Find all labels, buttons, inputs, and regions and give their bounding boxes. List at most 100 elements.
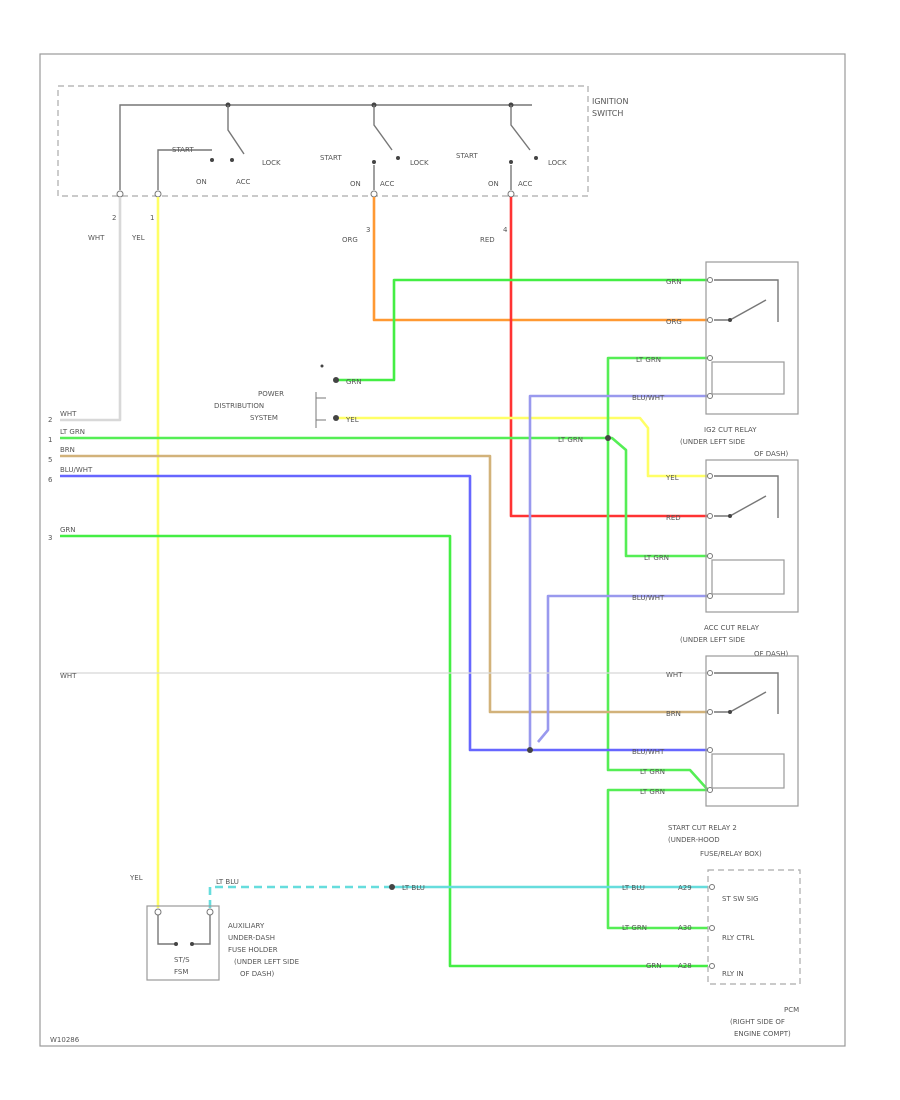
wire-org (372, 197, 708, 322)
relay-2-pin (707, 593, 713, 599)
wire-blu-wht (60, 474, 708, 752)
wire-label: LT BLU (622, 884, 645, 892)
relay-2-pivot (728, 514, 732, 518)
wire-blu-wht-r1 (528, 394, 708, 750)
ignition-pin (154, 190, 162, 198)
switch-1-lock-label: LOCK (262, 159, 281, 167)
switch-2-lock-label: LOCK (410, 159, 429, 167)
pcm-pin-label: RLY CTRL (722, 934, 754, 942)
switch-1-start-label: START (172, 146, 194, 154)
wire-label: BLU/WHT (632, 394, 665, 402)
relay-3-coil (711, 753, 785, 789)
ignition-switch: IGNITION SWITCH START LOCK ON ACC START … (57, 85, 628, 234)
wire-label: GRN (666, 278, 682, 286)
fuse-element-leads (157, 915, 211, 945)
relay-3-title: START CUT RELAY 2 (668, 824, 737, 832)
relay-3-location: (UNDER-HOOD (668, 836, 720, 844)
connector-pin-number: 2 (48, 416, 52, 424)
wire-label: GRN (60, 526, 76, 534)
junction-dot (527, 747, 533, 753)
switch-2-start-label: START (320, 154, 342, 162)
wire-label: RED (666, 514, 681, 522)
fuse-holder-label: FUSE HOLDER (228, 946, 278, 954)
wire-yel-pds (336, 416, 708, 478)
relay-1-coil (711, 361, 785, 395)
pcm-title: PCM (784, 1006, 799, 1014)
wire-grn-bottom (60, 534, 708, 968)
left-connector: 2 1 5 6 3 (48, 416, 53, 542)
switch-1-contact (230, 158, 234, 162)
switch-1-contact (210, 158, 214, 162)
pcm-outline (707, 869, 801, 985)
switch-3-start-label: START (456, 152, 478, 160)
wire-label: LT BLU (402, 884, 425, 892)
connector-pin-number: 3 (48, 534, 52, 542)
wire-label: WHT (60, 410, 77, 418)
ignition-pin (370, 190, 378, 198)
pcm-pin-label: RLY IN (722, 970, 744, 978)
fuse-name: ST/S (174, 956, 190, 964)
switch-1-blade (227, 105, 245, 155)
junction-dot (333, 415, 339, 421)
wire-label: WHT (60, 672, 77, 680)
wire-labels: WHT YEL ORG RED GRN ORG LT GRN BLU/WHT G… (60, 234, 692, 970)
wire-label: RED (480, 236, 495, 244)
wire-lt-blu (208, 885, 392, 908)
junction-dot (605, 435, 611, 441)
wire-label: BLU/WHT (632, 748, 665, 756)
wire-label: LT GRN (640, 788, 665, 796)
wire-label: WHT (88, 234, 105, 242)
relay-1-pin (707, 393, 713, 399)
fuse-contact (174, 942, 178, 946)
wire-label: LT GRN (636, 356, 661, 364)
connector-pin-number: 1 (48, 436, 52, 444)
wire-label: ORG (666, 318, 682, 326)
ignition-pin (116, 190, 124, 198)
wires (60, 197, 709, 968)
pds-bracket (316, 397, 326, 421)
relay-3-location: FUSE/RELAY BOX) (700, 850, 762, 858)
switch-1-on-label: ON (196, 178, 207, 186)
switch-3-acc-label: ACC (518, 180, 533, 188)
wire-label: BRN (666, 710, 681, 718)
diagram-frame (39, 53, 846, 1047)
wire-label: LT GRN (644, 554, 669, 562)
switch-2-contact (372, 160, 376, 164)
wire-label: GRN (646, 962, 662, 970)
switch-2-on-label: ON (350, 180, 361, 188)
wire-label: LT GRN (622, 924, 647, 932)
auxiliary-fuse-holder: ST/S FSM AUXILIARY UNDER-DASH FUSE HOLDE… (146, 905, 299, 981)
fuse-holder-label: (UNDER LEFT SIDE (234, 958, 299, 966)
relay-1-pin (707, 317, 713, 323)
relay-2-contact-path (714, 475, 779, 518)
relay-3-outline (705, 655, 799, 807)
wire-label: GRN (346, 378, 362, 386)
switch-2-blade (373, 105, 393, 151)
wire-label: LT BLU (216, 878, 239, 886)
relay-3-pin (707, 747, 713, 753)
pcm-pin-label: ST SW SIG (722, 895, 758, 903)
fuse-holder-outline (146, 905, 220, 981)
pcm-pin (709, 884, 715, 890)
fuse-holder-label: OF DASH) (240, 970, 275, 978)
relay-start-cut-2: START CUT RELAY 2 (UNDER-HOOD FUSE/RELAY… (668, 655, 799, 858)
wire-lt-grn-pcm (606, 788, 708, 930)
fuse-pin (206, 908, 214, 916)
connector-pin-number: 6 (48, 476, 53, 484)
connector-pin-number: 5 (48, 456, 52, 464)
pcm-pin-number: A30 (678, 924, 692, 932)
wire-label: YEL (345, 416, 359, 424)
pds-label: SYSTEM (250, 414, 278, 422)
pcm-pin (709, 963, 715, 969)
relay-2-pin (707, 513, 713, 519)
wire-label: BRN (60, 446, 75, 454)
relay-1-title: IG2 CUT RELAY (704, 426, 757, 434)
wire-grn-top (336, 278, 708, 382)
ignition-pin-number: 4 (503, 226, 508, 234)
relay-3-pin (707, 787, 713, 793)
relay-1-location: (UNDER LEFT SIDE (680, 438, 745, 446)
relay-2-outline (705, 459, 799, 613)
relay-2-pin (707, 553, 713, 559)
relay-3-contact-path (714, 672, 779, 714)
